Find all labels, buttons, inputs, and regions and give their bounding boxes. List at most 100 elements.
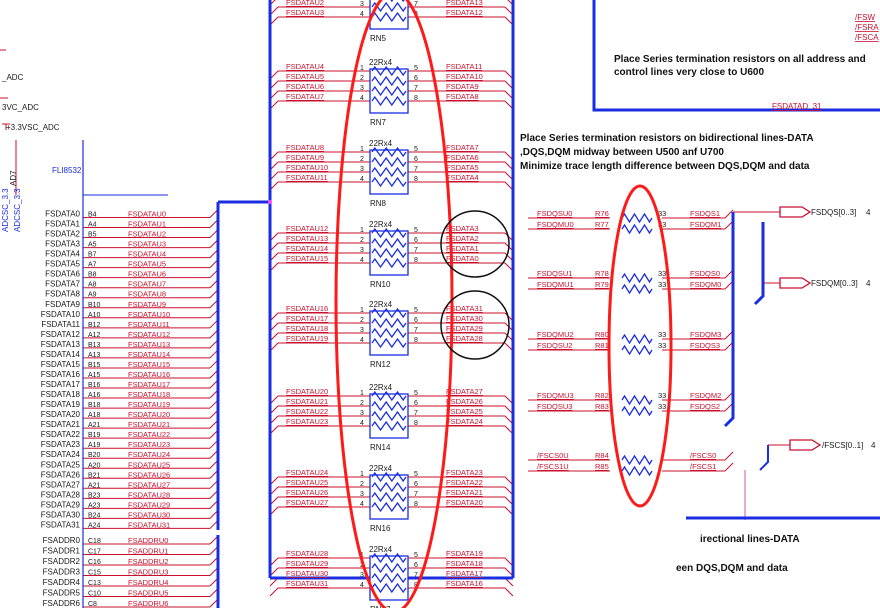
- ic-addr-pin-name: FSADDR1: [43, 547, 81, 556]
- pack-net-left: FSDATAU27: [286, 498, 328, 507]
- ic-addr-net-label: FSADDRU2: [128, 557, 168, 566]
- pack-net-right: FSDATA13: [446, 0, 483, 7]
- ic-pin-name: FSDATA2: [45, 230, 80, 239]
- ic-pin-name: FSDATA10: [41, 310, 81, 319]
- ic-pin-name: FSDATA15: [41, 360, 81, 369]
- pack-net-left: FSDATAU30: [286, 569, 328, 578]
- pack-pin-number: 7: [414, 491, 418, 498]
- resistor-pack-ref: RN8: [370, 199, 387, 208]
- pack-pin-number: 6: [414, 237, 418, 244]
- resistor-element: [371, 75, 407, 87]
- ic-addr-pin-name: FSADDR6: [43, 599, 81, 608]
- ic-pin-number: A10: [88, 312, 101, 319]
- pack-net-right: FSDATA5: [446, 163, 479, 172]
- resistor-ref: R76: [595, 209, 609, 218]
- ic-net-label: FSDATAU14: [128, 350, 170, 359]
- bus-entry: [269, 587, 279, 597]
- pack-pin-number: 2: [360, 317, 364, 324]
- pack-net-right: FSDATA17: [446, 569, 483, 578]
- ic-pin-number: A15: [88, 372, 101, 379]
- resistor-element: [621, 465, 653, 477]
- pack-net-left: FSDATAU14: [286, 244, 328, 253]
- port-flag-dqs: [779, 206, 812, 218]
- resistor-element: [621, 454, 653, 466]
- resistor-net-out: FSDQS3: [690, 341, 720, 350]
- pack-pin-number: 3: [360, 1, 364, 8]
- pack-pin-number: 6: [414, 317, 418, 324]
- ic-pin-name: FSDATA21: [41, 420, 81, 429]
- pack-pin-number: 1: [360, 471, 364, 478]
- pack-net-left: FSDATAU19: [286, 334, 328, 343]
- resistor-pack-value: 22Rx4: [369, 545, 393, 554]
- ic-pin-number: A23: [88, 502, 101, 509]
- ic-net-label: FSDATAU12: [128, 330, 170, 339]
- resistor-net-in: FSDQMU1: [537, 280, 574, 289]
- ic-pin-number: A5: [88, 242, 97, 249]
- resistor-element: [371, 491, 407, 503]
- highlight-circle-black: [440, 290, 510, 360]
- ic-pin-name: FSDATA29: [41, 500, 81, 509]
- pack-net-left: FSDATAU18: [286, 324, 328, 333]
- net-label-partial: /FSW: [855, 13, 875, 22]
- pack-pin-number: 6: [414, 400, 418, 407]
- pack-pin-number: 7: [414, 247, 418, 254]
- bus-dqm: [753, 222, 765, 306]
- pack-pin-number: 2: [360, 481, 364, 488]
- pack-net-left: FSDATAU28: [286, 549, 328, 558]
- pack-net-left: FSDATAU11: [286, 173, 328, 182]
- pack-pin-number: 7: [414, 85, 418, 92]
- pack-pin-number: 4: [360, 95, 364, 102]
- pack-pin-number: 4: [360, 11, 364, 18]
- resistor-value: 33: [658, 402, 666, 411]
- resistor-element: [371, 65, 407, 77]
- resistor-element: [371, 420, 407, 432]
- pack-pin-number: 3: [360, 410, 364, 417]
- ic-net-label: FSDATAU30: [128, 510, 170, 519]
- resistor-value: 33: [658, 220, 666, 229]
- ic-net-label: FSDATAU13: [128, 340, 170, 349]
- port-flag-dqm: [779, 277, 812, 289]
- note-line: Minimize trace length difference between…: [520, 161, 810, 172]
- pack-pin-number: 6: [414, 75, 418, 82]
- resistor-element: [371, 410, 407, 422]
- ic-pin-name: FSDATA22: [41, 430, 81, 439]
- power-label: 3VC_ADC: [2, 103, 39, 112]
- pack-pin-number: 6: [414, 562, 418, 569]
- ic-net-label: FSDATAU28: [128, 490, 170, 499]
- pack-net-left: FSDATAU31: [286, 579, 328, 588]
- ic-addr-pin-number: C13: [88, 580, 101, 587]
- ic-addr-pin-name: FSADDR3: [43, 568, 81, 577]
- resistor-net-in: FSDQSU0: [537, 209, 572, 218]
- resistor-element: [371, 337, 407, 349]
- pack-net-left: FSDATAU7: [286, 92, 324, 101]
- resistor-value: 33: [658, 341, 666, 350]
- ic-addr-pin-name: FSADDR0: [43, 536, 81, 545]
- pack-net-right: FSDATA11: [446, 62, 482, 71]
- ic-net-label: FSDATAU20: [128, 410, 170, 419]
- ic-pin-number: B5: [88, 232, 97, 239]
- power-label: +3.3VSC_ADC: [6, 123, 60, 132]
- pack-pin-number: 4: [360, 176, 364, 183]
- ic-pin-number: B20: [88, 452, 101, 459]
- resistor-element: [371, 257, 407, 269]
- ic-pin-name: FSDATA1: [45, 220, 80, 229]
- pack-net-right: FSDATA24: [446, 417, 483, 426]
- pack-net-right: FSDATA23: [446, 468, 483, 477]
- resistor-element: [371, 552, 407, 564]
- pack-net-left: FSDATAU5: [286, 72, 324, 81]
- ic-net-label: FSDATAU21: [128, 420, 170, 429]
- resistor-pack-value: 22Rx4: [369, 383, 393, 392]
- pack-net-left: FSDATAU25: [286, 478, 328, 487]
- ic-pin-name: FSDATA16: [41, 370, 81, 379]
- resistor-net-in: FSDQSU1: [537, 269, 572, 278]
- ic-pin-name: FSDATA31: [41, 520, 81, 529]
- ic-pin-name: FSDATA26: [41, 470, 81, 479]
- ic-net-label: FSDATAU15: [128, 360, 170, 369]
- ic-pin-number: B10: [88, 302, 101, 309]
- pack-net-left: FSDATAU23: [286, 417, 328, 426]
- resistor-net-in: /FSCS1U: [537, 462, 569, 471]
- pack-net-right: FSDATA8: [446, 92, 479, 101]
- ic-net-label: FSDATAU19: [128, 400, 170, 409]
- bus-frame-top-right: [592, 0, 880, 112]
